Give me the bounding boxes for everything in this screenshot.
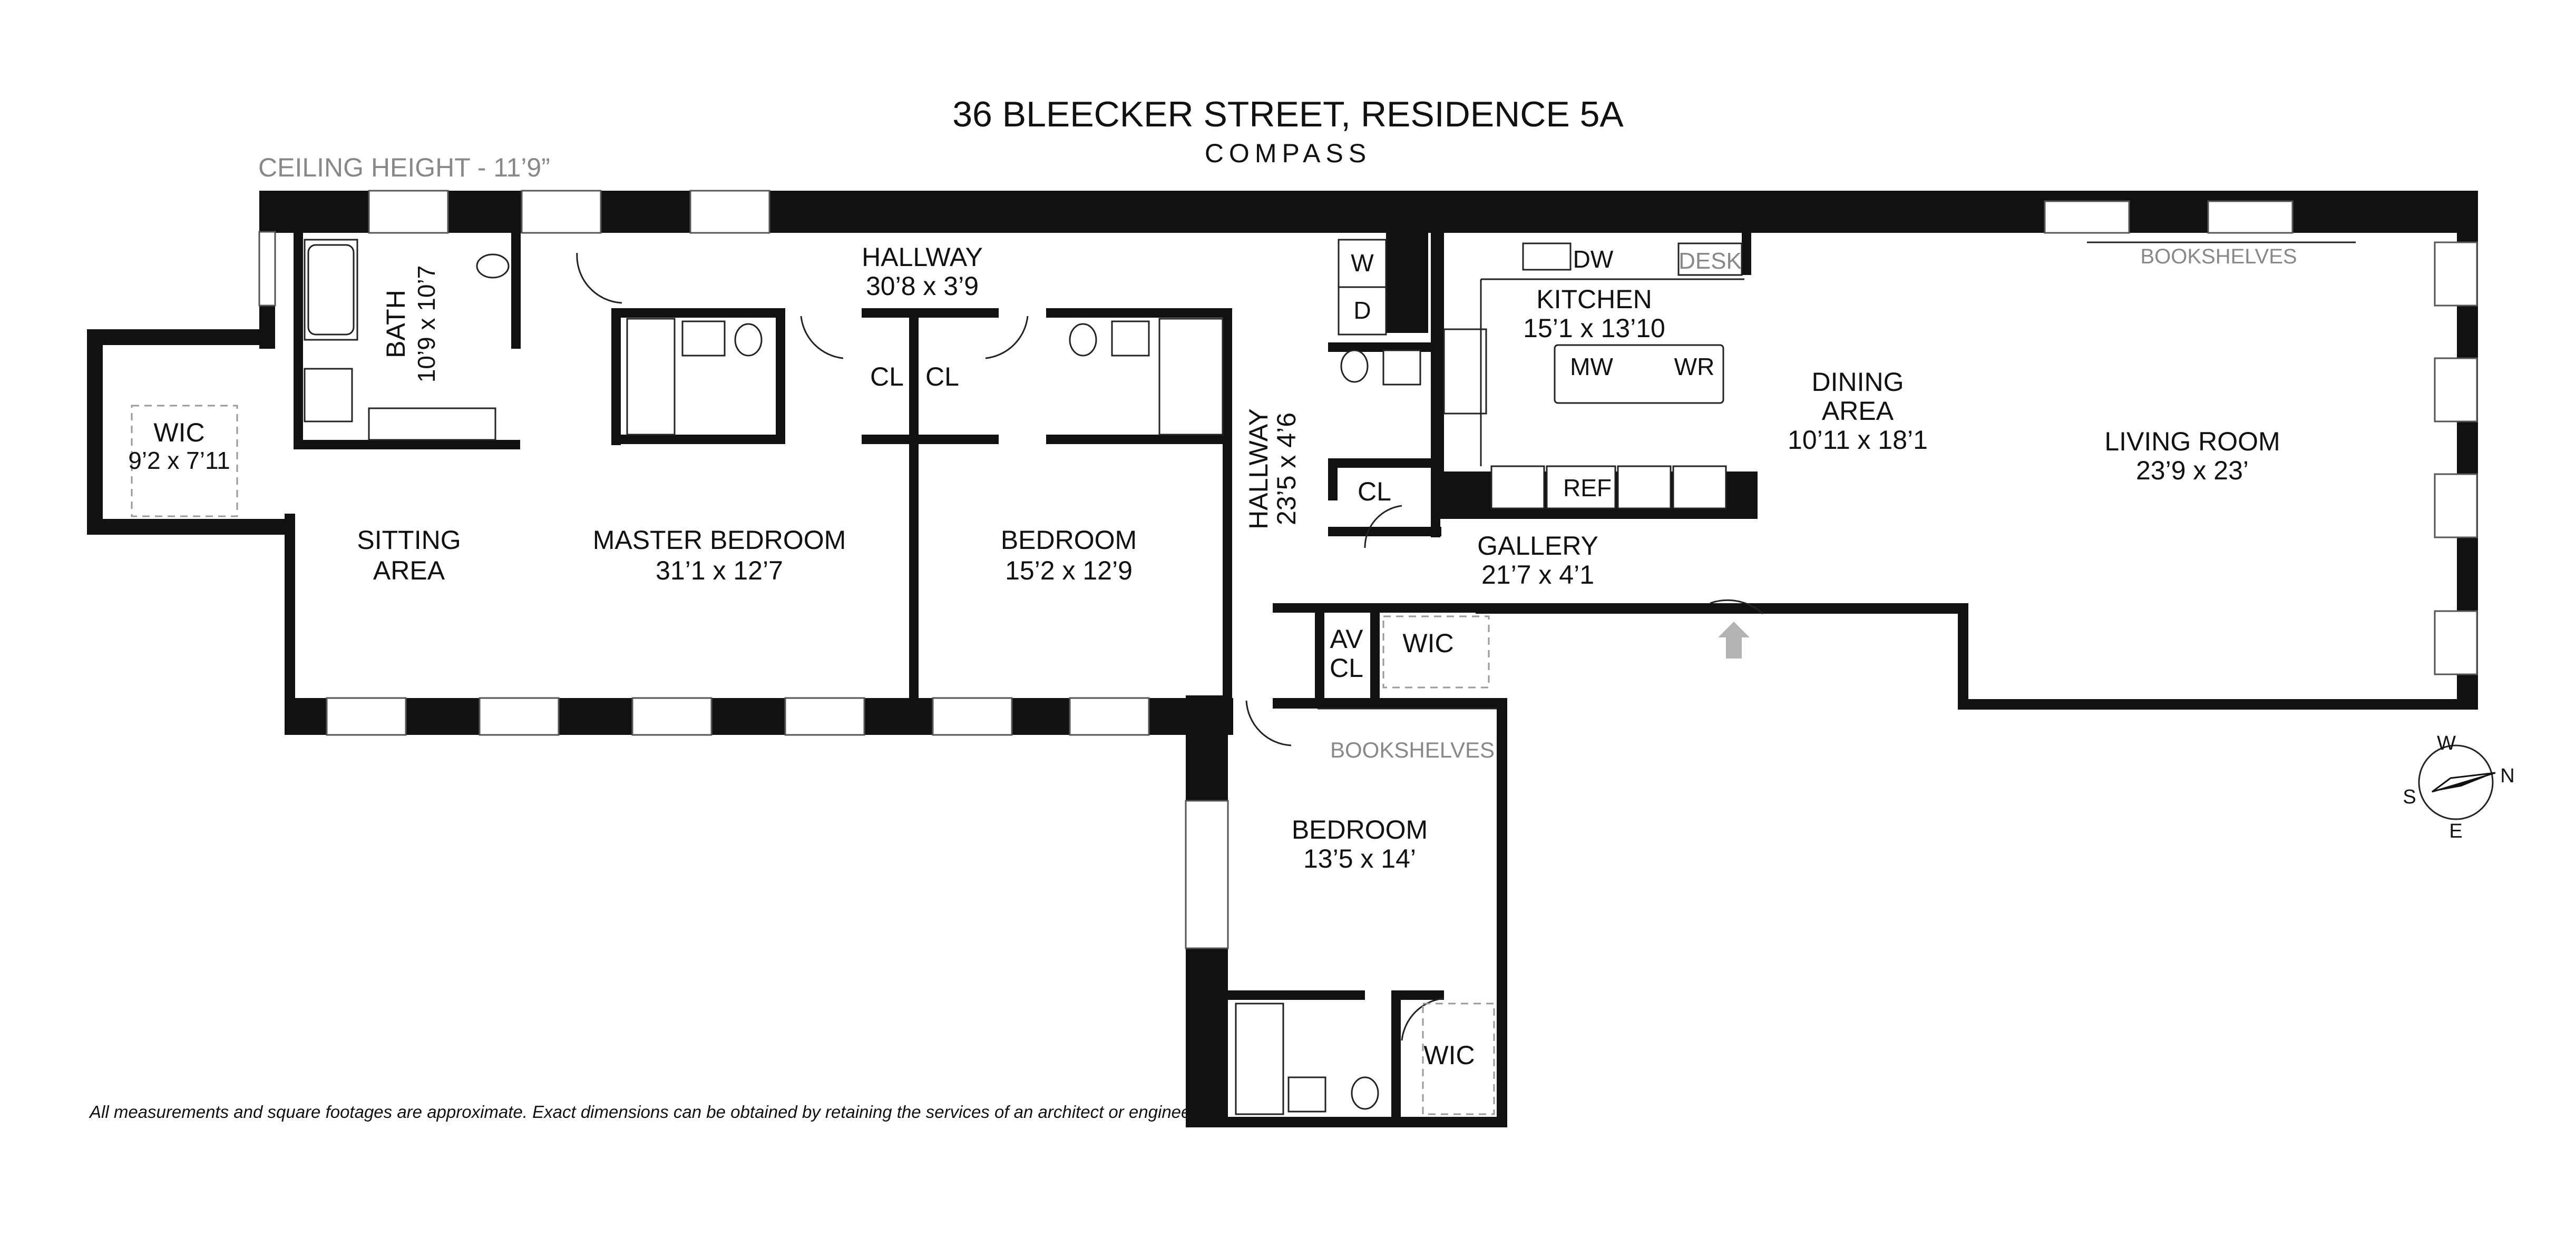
bedroom-2-label: BEDROOM <box>1001 525 1137 555</box>
wic-south-boundary <box>1422 1003 1495 1115</box>
dryer-label: D <box>1353 297 1371 324</box>
master-bedroom-label: MASTER BEDROOM <box>593 525 846 555</box>
av-closet-label-1: AV <box>1330 624 1364 654</box>
dishwasher-label: DW <box>1573 245 1614 273</box>
ceiling-height-note: CEILING HEIGHT - 11’9” <box>258 153 550 182</box>
hallway-vert-dims: 23’5 x 4’6 <box>1272 412 1301 525</box>
av-closet-label-2: CL <box>1330 653 1363 683</box>
hallway-top-label: HALLWAY <box>862 242 983 272</box>
gallery-dims: 21’7 x 4’1 <box>1481 560 1594 589</box>
bookshelves-top-label: BOOKSHELVES <box>2140 245 2297 268</box>
bedroom-2-dims: 15’2 x 12’9 <box>1005 556 1133 585</box>
bookshelves-line <box>1318 241 2356 710</box>
desk-label: DESK <box>1679 248 1742 274</box>
bath-label: BATH <box>381 290 411 358</box>
living-room-dims: 23’9 x 23’ <box>2136 456 2249 485</box>
master-bedroom-dims: 31’1 x 12’7 <box>656 556 783 585</box>
door-swings <box>576 252 1764 1041</box>
wic-west-boundary <box>131 405 238 517</box>
living-room-label: LIVING ROOM <box>2104 427 2280 456</box>
compass-s: S <box>2403 786 2416 808</box>
compass-e: E <box>2449 820 2462 842</box>
washer-label: W <box>1351 249 1374 277</box>
entry-arrow <box>1718 622 1750 659</box>
closet-c-label: CL <box>1358 477 1391 506</box>
compass-n: N <box>2500 765 2514 787</box>
disclaimer: All measurements and square footages are… <box>89 1102 1201 1122</box>
wic-west-dims: 9’2 x 7’11 <box>128 447 230 474</box>
bedroom-3-dims: 13’5 x 14’ <box>1303 844 1416 873</box>
fixtures <box>304 239 1744 1115</box>
wic-mid-boundary <box>1382 615 1490 689</box>
hallway-top-dims: 30’8 x 3’9 <box>866 271 979 301</box>
wic-west-label: WIC <box>153 418 204 447</box>
brand-logo: COMPASS <box>1205 139 1371 168</box>
bedroom-3-label: BEDROOM <box>1292 815 1428 844</box>
dining-area-label-1: DINING <box>1812 367 1904 397</box>
refrigerator-label: REF <box>1563 474 1612 502</box>
gallery-label: GALLERY <box>1477 531 1598 561</box>
wic-mid-label: WIC <box>1402 628 1453 658</box>
closet-b-label: CL <box>925 362 959 391</box>
plan-title: 36 BLEECKER STREET, RESIDENCE 5A <box>952 94 1624 134</box>
dining-area-label-2: AREA <box>1822 396 1894 426</box>
hallway-vert-label: HALLWAY <box>1244 408 1273 529</box>
compass-icon: N S W E <box>2403 732 2514 842</box>
wine-refrigerator-label: WR <box>1674 353 1715 380</box>
kitchen-dims: 15’1 x 13’10 <box>1523 313 1665 343</box>
sitting-area-label-2: AREA <box>373 556 445 585</box>
kitchen-label: KITCHEN <box>1536 284 1652 314</box>
wic-south-label: WIC <box>1423 1040 1475 1070</box>
closet-a-label: CL <box>870 362 904 391</box>
bath-dims: 10’9 x 10’7 <box>413 266 440 383</box>
sitting-area-label-1: SITTING <box>357 525 461 555</box>
compass-w: W <box>2437 732 2456 754</box>
bookshelves-mid-label: BOOKSHELVES <box>1330 738 1495 762</box>
walls <box>87 191 2478 1127</box>
windows <box>258 190 2478 949</box>
dining-area-dims: 10’11 x 18’1 <box>1788 425 1928 455</box>
microwave-label: MW <box>1570 353 1613 380</box>
